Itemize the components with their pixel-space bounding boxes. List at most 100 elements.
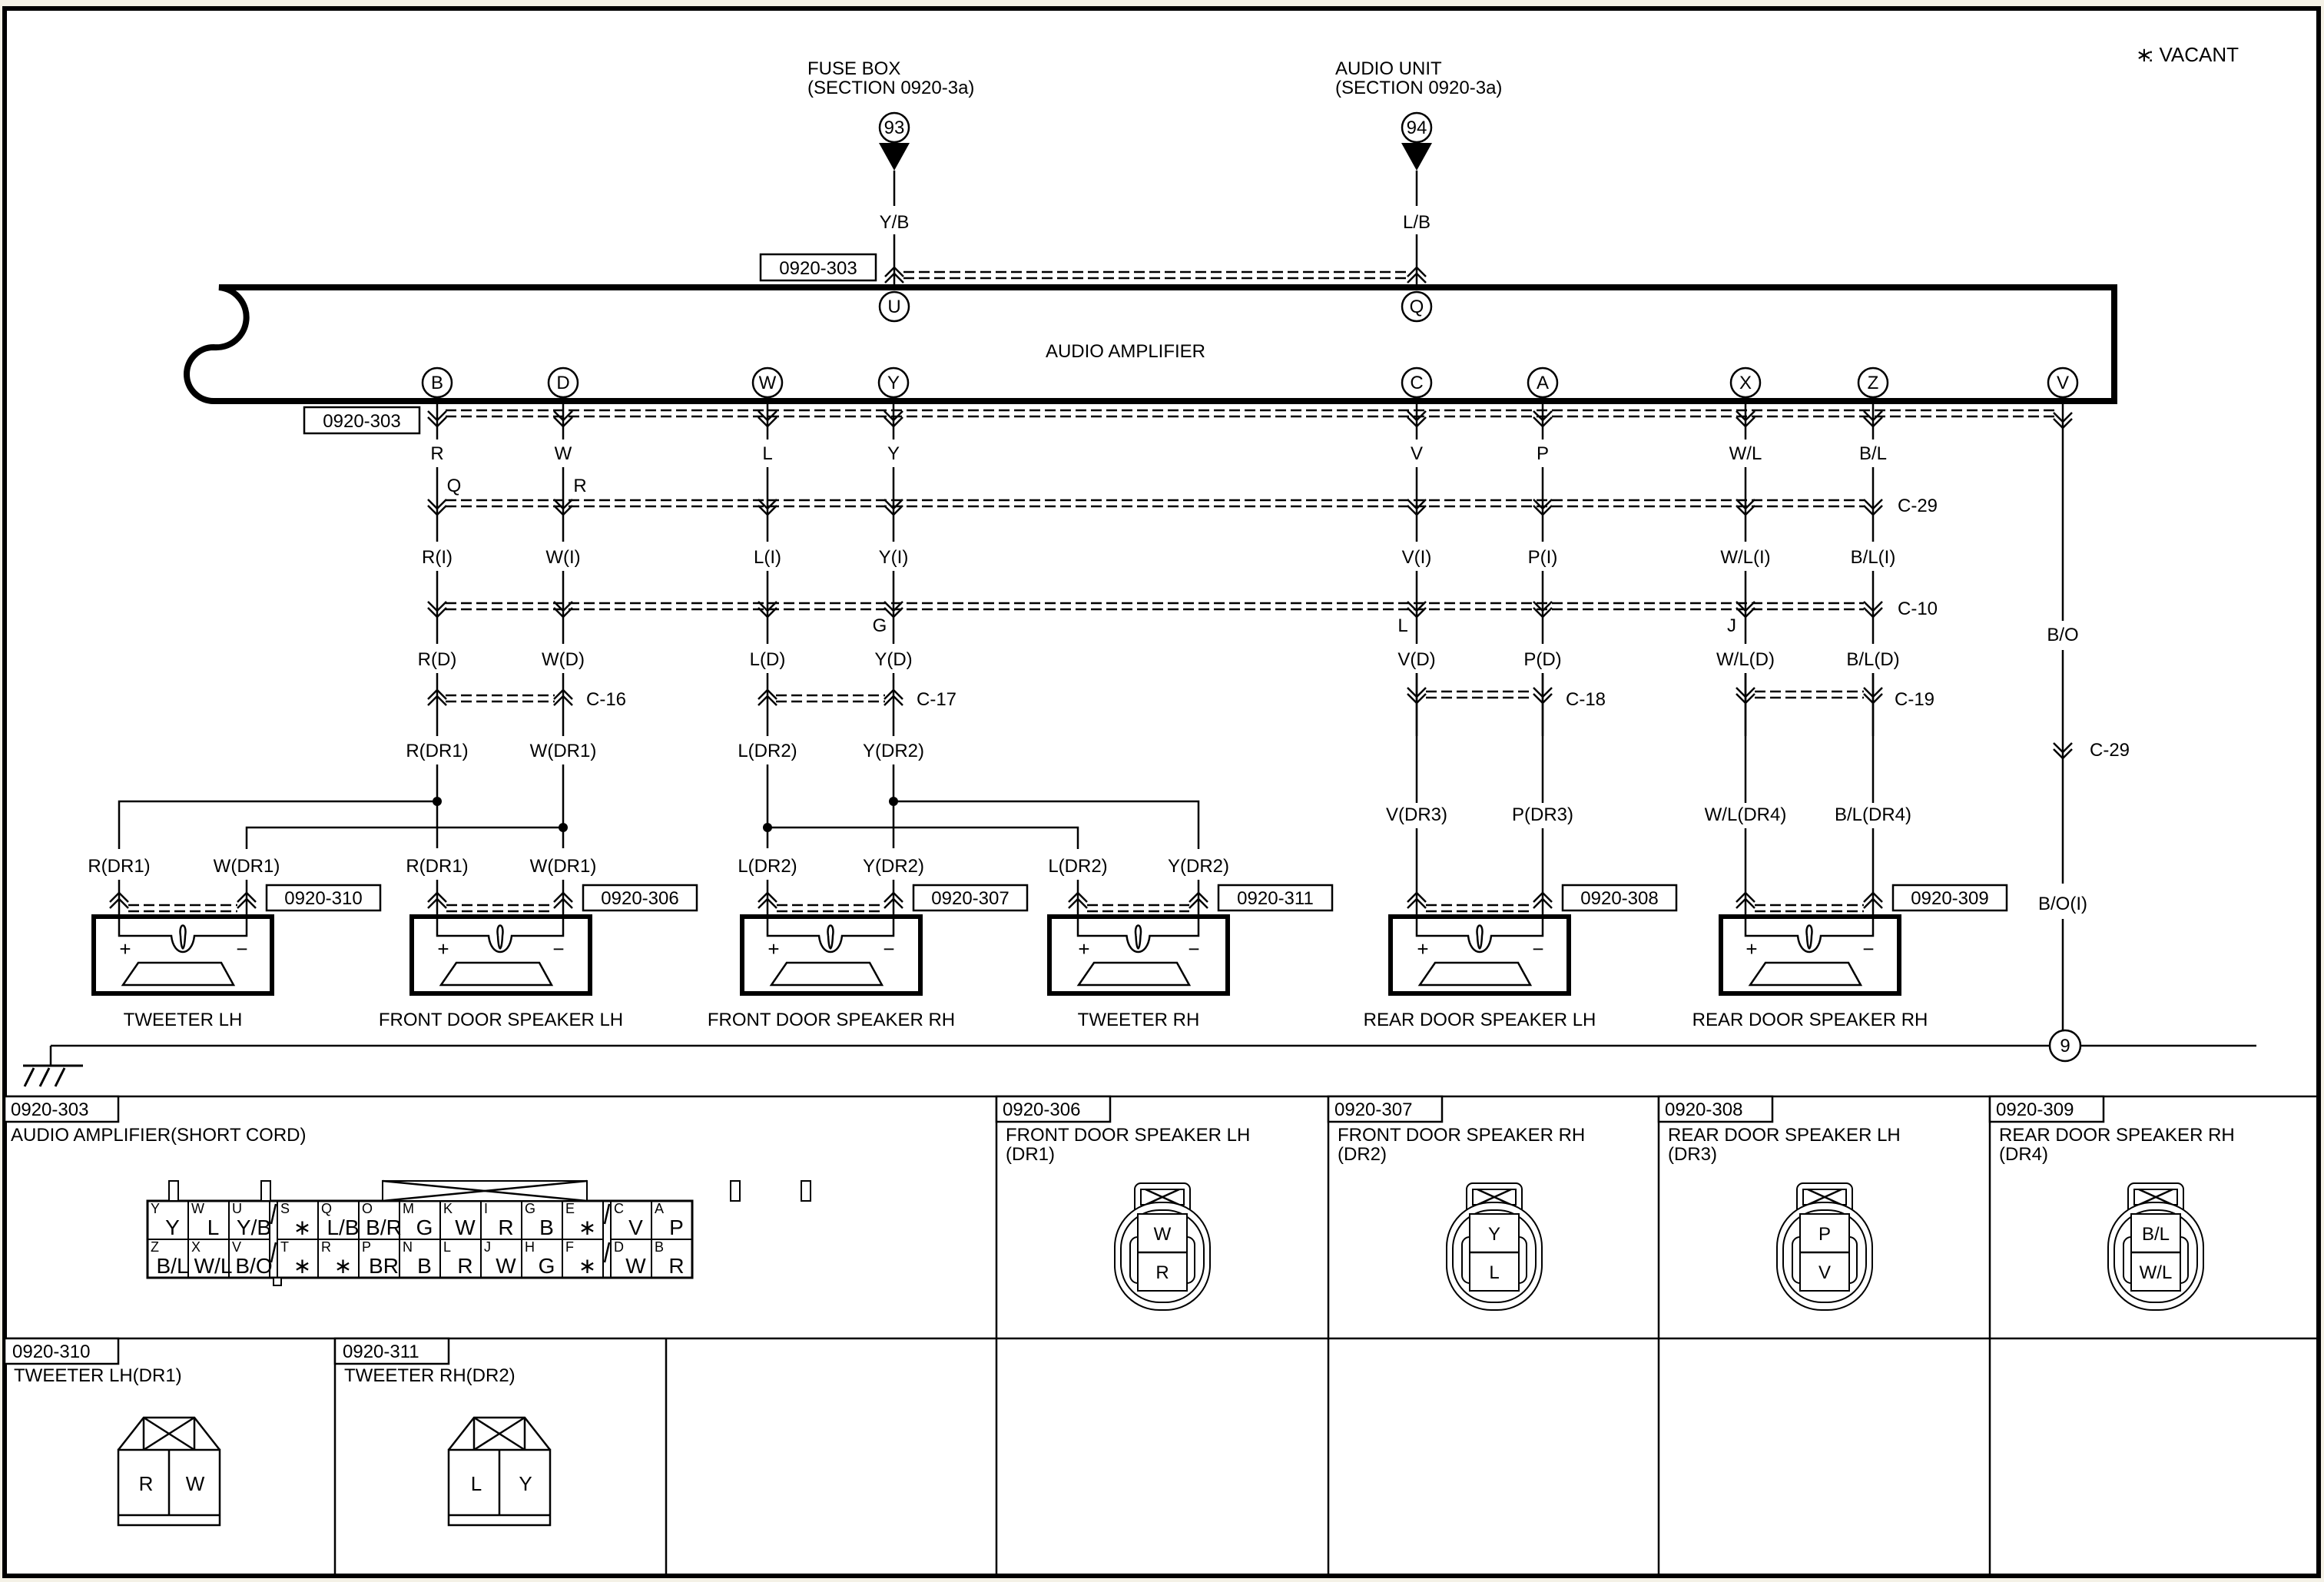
wire-label-d: W(D) xyxy=(542,649,585,670)
connector-chevron xyxy=(1863,499,1883,516)
speaker-rear-door-speaker-rh[interactable]: 0920-309+−REAR DOOR SPEAKER RH xyxy=(1692,884,2008,1030)
pin-wire: B/R xyxy=(366,1216,402,1239)
lock-cross xyxy=(382,1179,588,1202)
connector-tag-box xyxy=(1891,884,2008,912)
connector-cell: ZB/L xyxy=(147,1239,189,1279)
connector-chevron xyxy=(109,891,129,909)
connector-chevron xyxy=(1407,499,1427,516)
latch-cross-icon xyxy=(472,1416,526,1451)
coil-loop xyxy=(1134,924,1142,950)
cell-box xyxy=(228,1239,270,1279)
pin-id: O xyxy=(362,1201,373,1216)
inline-connector-c17: C-17 xyxy=(776,689,956,710)
wire-label: R xyxy=(430,443,443,464)
speaker-name: FRONT DOOR SPEAKER RH xyxy=(708,1010,955,1030)
terminal-top: Y xyxy=(1488,1224,1500,1245)
connector-tag[interactable]: 0920-308 xyxy=(1561,884,1678,912)
connector-chevron xyxy=(758,688,777,706)
pin-id: F xyxy=(565,1239,574,1255)
pin-id: D xyxy=(614,1239,624,1255)
connector-chevron xyxy=(553,601,573,619)
wire-label: V xyxy=(1411,443,1423,464)
connector-label: C-29 xyxy=(2090,740,2130,761)
connector-tag[interactable]: 0920-306 xyxy=(582,884,698,912)
wire-label-d: L(D) xyxy=(750,649,786,670)
connector-tag[interactable]: 0920-307 xyxy=(912,884,1029,912)
connector-cell: F∗ xyxy=(562,1239,604,1279)
connector-chevron xyxy=(884,499,903,516)
node-circle xyxy=(1401,111,1433,144)
latch xyxy=(118,1416,220,1451)
connector-tag-bottom[interactable]: 0920-303 xyxy=(303,406,421,435)
pin-label: Q xyxy=(1410,297,1424,317)
plus-sign: + xyxy=(437,937,449,960)
terminal-right: Y xyxy=(519,1472,532,1495)
wire-column-c: CVV(I)LV(D)V(DR3) xyxy=(1386,366,1447,900)
audio-amplifier-body xyxy=(184,284,2117,404)
pin-wire: G xyxy=(539,1254,555,1278)
connector-chevron xyxy=(1736,601,1755,619)
connector-code: 0920-310 xyxy=(12,1342,90,1362)
minus-sign: − xyxy=(1188,937,1199,960)
connector-title: REAR DOOR SPEAKER LH xyxy=(1668,1125,1901,1146)
pin-circle xyxy=(1729,366,1762,399)
speaker-tweeter-lh[interactable]: R(DR1)W(DR1)0920-310+−TWEETER LH xyxy=(88,856,382,1030)
latch-cross-icon xyxy=(2138,1188,2173,1206)
connector-title: TWEETER RH(DR2) xyxy=(344,1365,516,1386)
connector-tag[interactable]: 0920-309 xyxy=(1891,884,2008,912)
ground-wire: V B/O C-29 B/O(I) 9 xyxy=(23,366,2256,1087)
connector-tag-box xyxy=(1217,884,1334,912)
connector-cell: BR xyxy=(651,1239,693,1279)
connector-label: C-10 xyxy=(1898,599,1938,619)
node-circle xyxy=(878,111,910,144)
vacant-text: : VACANT xyxy=(2148,43,2239,66)
speaker-box xyxy=(409,914,592,996)
pin-id: L xyxy=(443,1239,451,1255)
pin-label: Y xyxy=(887,373,900,393)
pin-wire: ∗ xyxy=(334,1254,352,1278)
wire-column-x: XW/LW/L(I)JW/L(D)W/L(DR4) xyxy=(1705,366,1786,900)
speakers: R(DR1)W(DR1)0920-310+−TWEETER LHR(DR1)W(… xyxy=(88,856,2008,1030)
connector-code: 0920-311 xyxy=(343,1342,419,1362)
connector-tag[interactable]: 0920-310 xyxy=(265,884,382,912)
wire-column-w: WLL(I)L(D)L(DR2) xyxy=(738,366,797,848)
wire-columns: BRQR(I)R(D)R(DR1)DWRW(I)W(D)W(DR1)WLL(I)… xyxy=(118,366,1911,900)
node-label: 94 xyxy=(1407,118,1427,138)
lock-tab xyxy=(168,1180,179,1202)
page-frame xyxy=(2,6,2321,1578)
connector-chevron xyxy=(427,601,447,619)
speaker-front-door-speaker-rh[interactable]: L(DR2)Y(DR2)0920-307+−FRONT DOOR SPEAKER… xyxy=(708,856,1029,1030)
speaker-name: REAR DOOR SPEAKER RH xyxy=(1692,1010,1928,1030)
connector-chevron xyxy=(1736,499,1755,516)
voice-coil xyxy=(1415,907,1544,953)
pin-label: B xyxy=(431,373,443,393)
connector-sub: (DR3) xyxy=(1668,1144,1717,1165)
connector-code: 0920-303 xyxy=(779,258,857,279)
plus-sign: + xyxy=(119,937,131,960)
pin-wire: BR xyxy=(369,1254,399,1278)
separator-hatch xyxy=(603,1203,611,1263)
pin-wire: P xyxy=(669,1216,684,1239)
connector-sub: (DR2) xyxy=(1338,1144,1387,1165)
voice-coil xyxy=(766,907,895,953)
terminal-bottom: L xyxy=(1489,1262,1499,1283)
speaker-rear-door-speaker-lh[interactable]: 0920-308+−REAR DOOR SPEAKER LH xyxy=(1364,884,1678,1030)
pin-wire: B xyxy=(539,1216,554,1239)
connector-tag-top[interactable]: 0920-303 xyxy=(759,253,877,282)
pin-id: E xyxy=(565,1201,575,1216)
pin-id: S xyxy=(280,1201,290,1216)
minus-sign: − xyxy=(552,937,564,960)
pin-label: U xyxy=(887,297,900,317)
latch-cross-icon xyxy=(142,1416,196,1451)
speaker-tweeter-rh[interactable]: L(DR2)Y(DR2)0920-311+−TWEETER RH xyxy=(1047,856,1334,1030)
connector-title: AUDIO AMPLIFIER(SHORT CORD) xyxy=(11,1125,307,1146)
pin-circle xyxy=(547,366,579,399)
speaker-front-door-speaker-lh[interactable]: R(DR1)W(DR1)0920-306+−FRONT DOOR SPEAKER… xyxy=(379,856,698,1030)
amp-connector-face: YYWLUY/BS∗QL/BOB/RMGKWIRGBE∗CVAPZB/LXW/L… xyxy=(146,1179,811,1286)
connector-tag[interactable]: 0920-311 xyxy=(1217,884,1334,912)
terminal-top: P xyxy=(1818,1224,1831,1245)
